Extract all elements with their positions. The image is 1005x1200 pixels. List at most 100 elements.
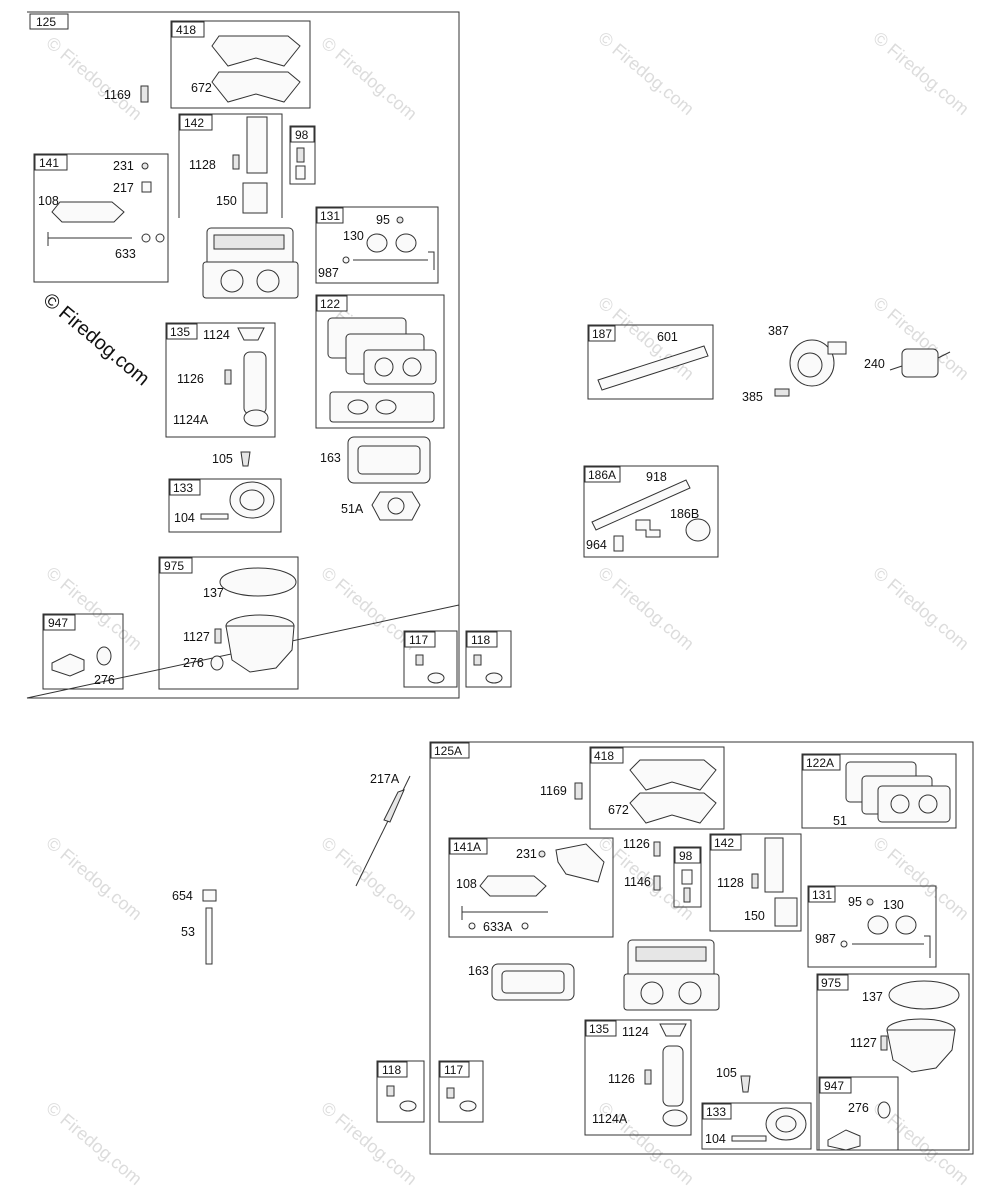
group-box-118 (376, 1060, 425, 1123)
throttle-plate-icon (395, 233, 417, 253)
gasket-icon (491, 963, 575, 1001)
group-tag-box (29, 13, 69, 30)
part-label-964: 964 (586, 538, 607, 552)
washer-icon (96, 646, 112, 666)
valve-icon (685, 518, 711, 542)
fuel-line-icon (591, 479, 691, 531)
group-tag-186A: 186A (588, 468, 616, 482)
group-tag-118: 118 (382, 1063, 401, 1077)
group-box-98 (289, 125, 316, 185)
float-bowl-icon (229, 481, 275, 519)
plate-icon (774, 897, 798, 927)
group-tag-142: 142 (184, 116, 204, 130)
watermark-layer: © Firedog.com © Firedog.com © Firedog.co… (42, 28, 972, 1189)
o-ring-icon (399, 1100, 417, 1112)
screw-icon (774, 388, 790, 397)
part-label-918: 918 (646, 470, 667, 484)
assembly-125: 125 1169 418 672 142 1128 150 98 141 231… (26, 11, 512, 699)
part-label-108: 108 (38, 194, 59, 208)
part-label-104: 104 (174, 511, 195, 525)
part-label-95: 95 (376, 213, 390, 227)
part-label-150: 150 (744, 909, 765, 923)
part-label-987: 987 (815, 932, 836, 946)
group-tag-118: 118 (471, 633, 490, 647)
carburetor-body-icon (202, 227, 299, 299)
part-label-672: 672 (608, 803, 629, 817)
part-label-217A: 217A (370, 772, 400, 786)
group-box-142 (709, 833, 802, 932)
screw-icon (140, 85, 149, 103)
fuel-filter-icon (901, 348, 939, 378)
group-box-187 (587, 324, 714, 400)
screw-icon (296, 147, 305, 163)
o-ring-icon (888, 980, 960, 1010)
gasket-icon (347, 436, 431, 484)
group-box-131 (807, 885, 937, 968)
group-tag-117: 117 (444, 1063, 463, 1077)
part-label-137: 137 (862, 990, 883, 1004)
bushing-icon (141, 181, 152, 193)
gasket-icon (629, 759, 717, 791)
watermark: © Firedog.com (317, 833, 420, 924)
group-box-133 (701, 1102, 812, 1150)
part-label-633: 633 (115, 247, 136, 261)
gasket-icon (877, 785, 951, 823)
group-box-117 (438, 1060, 484, 1123)
carburetor-body-icon (623, 939, 720, 1011)
group-tag-122A: 122A (806, 756, 834, 770)
float-icon (662, 1045, 684, 1107)
screw-icon (473, 654, 482, 666)
part-label-672: 672 (191, 81, 212, 95)
part-label-1169: 1169 (540, 784, 567, 798)
part-label-163: 163 (320, 451, 341, 465)
watermark: © Firedog.com (317, 33, 420, 124)
group-tag-131: 131 (812, 888, 832, 902)
screw-icon (232, 154, 240, 170)
stud-icon (205, 907, 213, 965)
group-box-117 (403, 630, 458, 688)
group-box-418 (170, 20, 311, 109)
screw-icon (446, 1087, 455, 1099)
screw-icon (396, 216, 404, 224)
group-tag-98: 98 (679, 849, 693, 863)
part-label-53: 53 (181, 925, 195, 939)
group-tag-122: 122 (320, 297, 340, 311)
o-ring-icon (427, 672, 445, 684)
washer-icon (342, 256, 350, 264)
group-box-186A (583, 465, 719, 558)
washer-icon (840, 940, 848, 948)
watermark: © Firedog.com (42, 33, 145, 124)
group-box-141 (33, 153, 169, 283)
group-box-142 (178, 113, 283, 218)
linkage-plate-icon (51, 201, 125, 223)
needle-icon (659, 1023, 687, 1037)
part-label-1146: 1146 (624, 875, 651, 889)
float-bowl-icon (886, 1029, 956, 1073)
assembly-125A-frame (429, 741, 974, 1155)
group-box-947 (818, 1076, 899, 1151)
spring-icon (681, 869, 693, 885)
screw-icon (880, 1035, 888, 1051)
group-box-118 (465, 630, 512, 688)
copyright-text: © Firedog.com (39, 289, 154, 390)
part-label-51: 51 (833, 814, 847, 828)
part-label-1128: 1128 (189, 158, 216, 172)
group-box-122A (801, 753, 957, 829)
group-tag-975: 975 (821, 976, 841, 990)
group-tag-141: 141 (39, 156, 59, 170)
part-label-1124: 1124 (622, 1025, 649, 1039)
fuel-line-icon (597, 345, 709, 391)
watermark: © Firedog.com (869, 563, 972, 654)
bracket-icon (764, 837, 784, 893)
group-tag-975: 975 (164, 559, 184, 573)
part-label-654: 654 (172, 889, 193, 903)
part-label-276b: 276 (94, 673, 115, 687)
loose-parts: 217A 654 53 (172, 772, 411, 965)
part-label-1126: 1126 (608, 1072, 635, 1086)
part-label-163: 163 (468, 964, 489, 978)
part-label-186B: 186B (670, 507, 699, 521)
gasket-icon (243, 409, 269, 427)
part-label-231: 231 (113, 159, 134, 173)
float-icon (243, 351, 267, 415)
